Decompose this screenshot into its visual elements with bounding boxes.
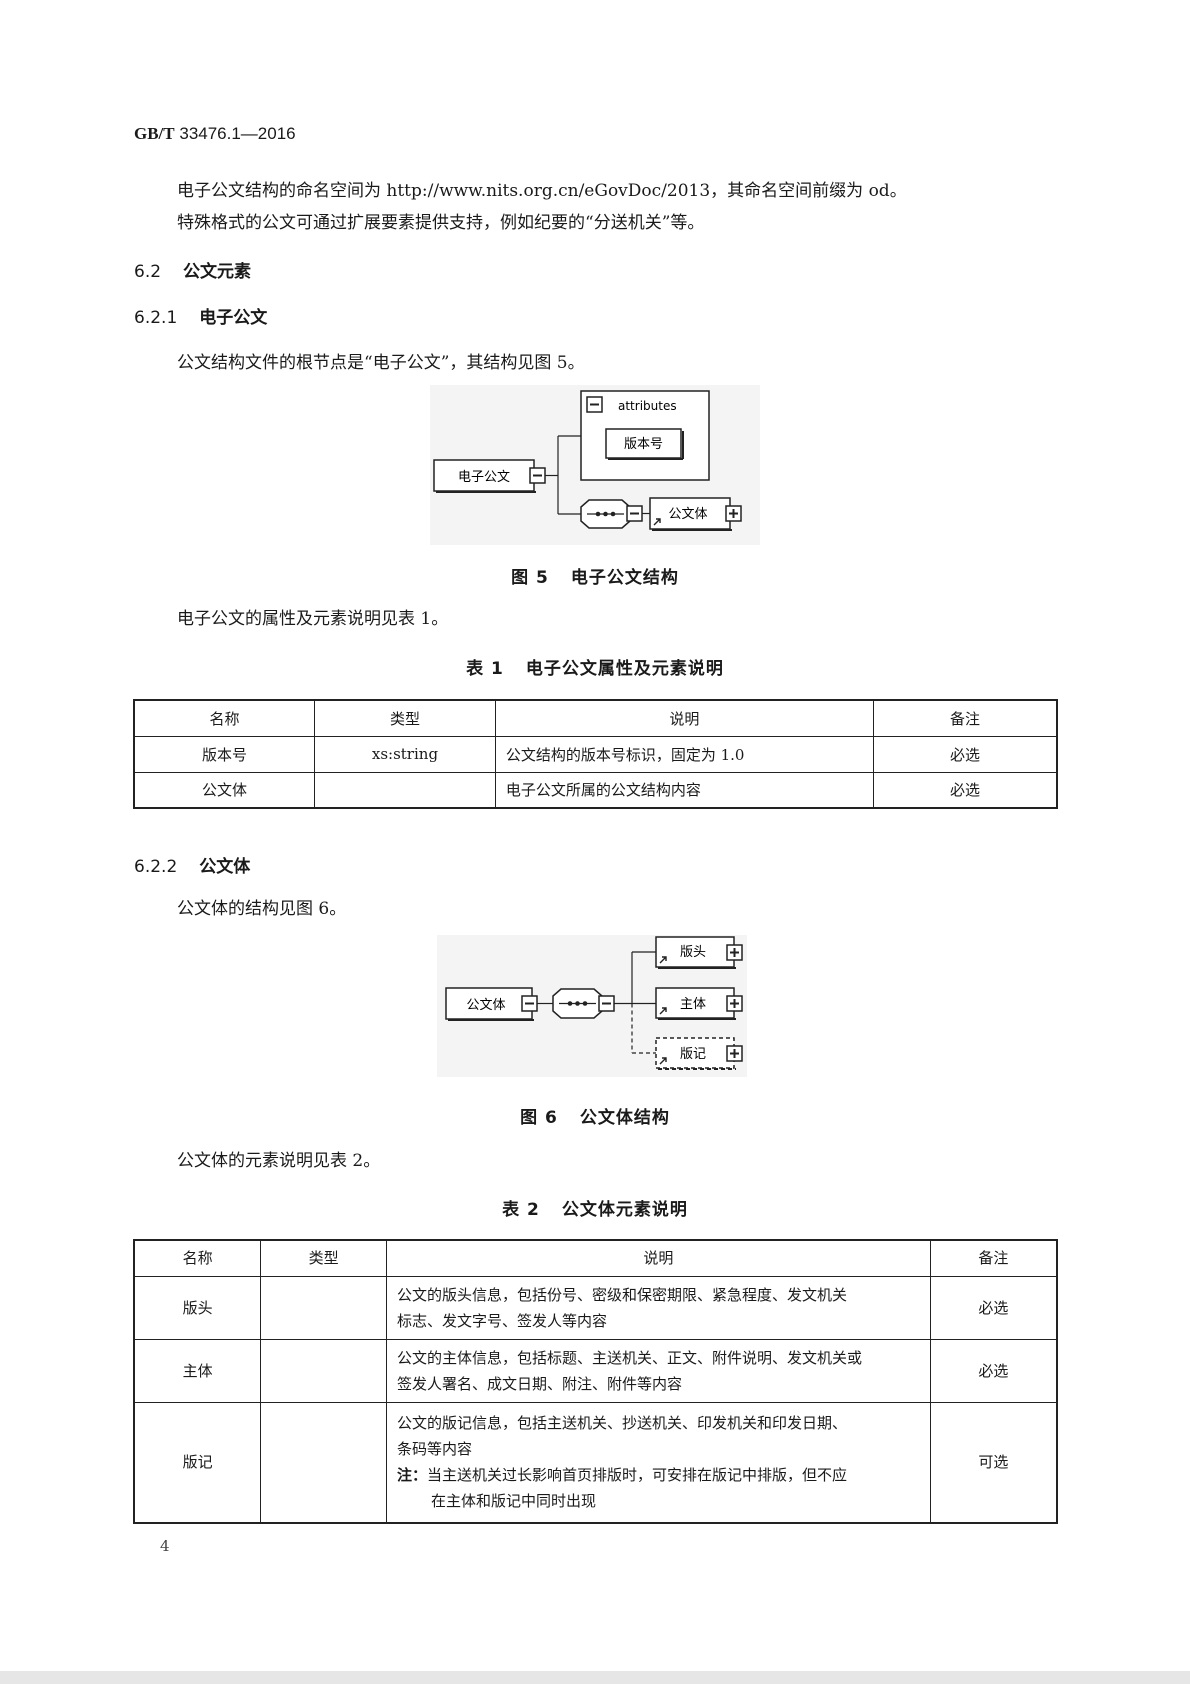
cell-description: 公文结构的版本号标识，固定为 1.0: [494, 735, 874, 773]
standard-code: 33476.1—2016: [179, 124, 296, 143]
paragraph-table-2-ref: 公文体的元素说明见表 2。: [177, 1151, 381, 1171]
table-header-row: 名称 类型 说明 备注: [133, 1239, 1058, 1277]
paragraph-table-1-ref: 电子公文的属性及元素说明见表 1。: [177, 609, 449, 629]
note-label: 注：: [397, 1466, 428, 1485]
child-node-box: [649, 497, 731, 530]
table-row: 版记 公文的版记信息，包括主送机关、抄送机关、印发机关和印发日期、 条码等内容 …: [133, 1401, 1058, 1524]
attribute-version-box: [605, 428, 682, 459]
cell-remark: 必选: [872, 771, 1058, 809]
attributes-label: attributes: [618, 399, 677, 413]
paragraph-root-node: 公文结构文件的根节点是“电子公文”，其结构见图 5。: [177, 353, 585, 373]
root-node-box: [445, 987, 533, 1020]
page-number: 4: [160, 1537, 170, 1555]
paragraph-namespace: 电子公文结构的命名空间为 http://www.nits.org.cn/eGov…: [177, 181, 907, 201]
cell-description: 公文的主体信息，包括标题、主送机关、正文、附件说明、发文机关或 签发人署名、成文…: [386, 1338, 931, 1403]
figure-5-diagram: attributes 版本号 电子公文 公文体: [430, 385, 760, 545]
header-name: 名称: [133, 1239, 262, 1277]
child-node-label: 公文体: [668, 507, 707, 522]
header-description: 说明: [386, 1239, 931, 1277]
header-description: 说明: [494, 699, 874, 737]
cell-type: [260, 1338, 387, 1403]
cell-name: 版头: [133, 1275, 262, 1340]
table-row: 公文体 电子公文所属的公文结构内容 必选: [133, 771, 1058, 809]
cell-name: 版记: [133, 1401, 262, 1524]
reference-arrow-icon: [659, 1057, 667, 1065]
reference-arrow-icon: [653, 518, 661, 526]
child-node-label: 主体: [680, 997, 706, 1012]
cell-description: 公文的版记信息，包括主送机关、抄送机关、印发机关和印发日期、 条码等内容 注：当…: [386, 1401, 931, 1524]
figure-6-diagram: 公文体 版头 主体 版记: [437, 935, 747, 1077]
cell-name: 主体: [133, 1338, 262, 1403]
standard-prefix: GB/T: [134, 124, 175, 143]
reference-arrow-icon: [659, 956, 667, 964]
cell-type: [260, 1401, 387, 1524]
cell-remark: 必选: [929, 1338, 1058, 1403]
header-remark: 备注: [929, 1239, 1058, 1277]
header-remark: 备注: [872, 699, 1058, 737]
page-bottom-edge: [0, 1671, 1190, 1684]
paragraph-extension: 特殊格式的公文可通过扩展要素提供支持，例如纪要的“分送机关”等。: [177, 213, 705, 233]
child-node-box: [655, 936, 735, 968]
cell-type: [314, 771, 496, 809]
attribute-version-label: 版本号: [624, 437, 663, 452]
child-node-box: [655, 987, 735, 1019]
standard-number: GB/T 33476.1—2016: [134, 124, 296, 144]
cell-type: [260, 1275, 387, 1340]
root-node-label: 电子公文: [458, 470, 510, 485]
cell-name: 版本号: [133, 735, 316, 773]
cell-remark: 必选: [929, 1275, 1058, 1340]
table-row: 主体 公文的主体信息，包括标题、主送机关、正文、附件说明、发文机关或 签发人署名…: [133, 1338, 1058, 1403]
cell-type: xs:string: [314, 735, 496, 773]
table-row: 版本号 xs:string 公文结构的版本号标识，固定为 1.0 必选: [133, 735, 1058, 773]
header-name: 名称: [133, 699, 316, 737]
child-node-label: 版头: [680, 945, 706, 960]
paragraph-figure-6-ref: 公文体的结构见图 6。: [177, 899, 347, 919]
table-1: 名称 类型 说明 备注 版本号 xs:string 公文结构的版本号标识，固定为…: [133, 699, 1058, 809]
root-node-label: 公文体: [466, 998, 505, 1013]
child-node-label: 版记: [680, 1047, 706, 1062]
cell-description: 电子公文所属的公文结构内容: [494, 771, 874, 809]
header-type: 类型: [314, 699, 496, 737]
reference-arrow-icon: [659, 1007, 667, 1015]
table-header-row: 名称 类型 说明 备注: [133, 699, 1058, 737]
table-note: 注：当主送机关过长影响首页排版时，可安排在版记中排版，但不应: [397, 1466, 848, 1485]
table-row: 版头 公文的版头信息，包括份号、密级和保密期限、紧急程度、发文机关 标志、发文字…: [133, 1275, 1058, 1340]
table-2: 名称 类型 说明 备注 版头 公文的版头信息，包括份号、密级和保密期限、紧急程度…: [133, 1239, 1058, 1524]
cell-name: 公文体: [133, 771, 316, 809]
cell-remark: 必选: [872, 735, 1058, 773]
cell-description: 公文的版头信息，包括份号、密级和保密期限、紧急程度、发文机关 标志、发文字号、签…: [386, 1275, 931, 1340]
cell-remark: 可选: [929, 1401, 1058, 1524]
header-type: 类型: [260, 1239, 387, 1277]
